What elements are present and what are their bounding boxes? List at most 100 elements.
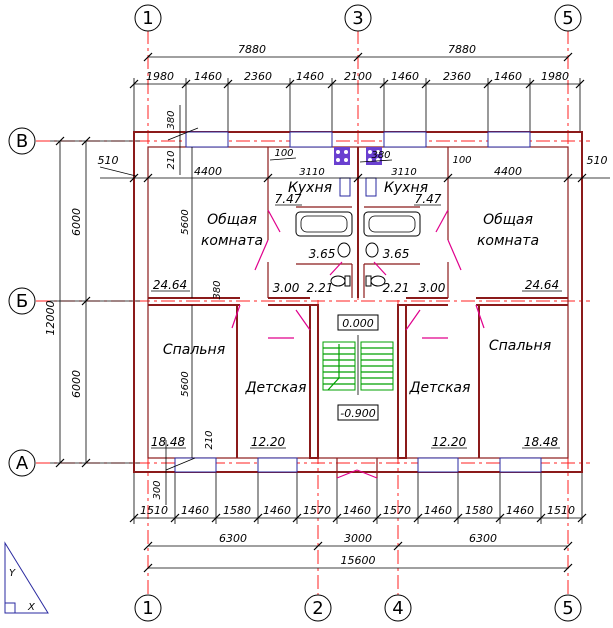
corner-y-label: Y: [9, 568, 16, 579]
door-kitchen-left: [267, 209, 281, 233]
tick: [443, 173, 453, 183]
burner: [344, 150, 348, 154]
room-living-right-1: Общая: [483, 212, 533, 228]
tick: [181, 79, 191, 89]
top-dim-left-half: 7880: [238, 43, 266, 56]
dim-depth-upper: 5600: [180, 209, 191, 234]
burner: [368, 150, 372, 154]
tick: [421, 79, 431, 89]
washbasin-right-icon: [365, 242, 379, 258]
bottom-seg-2: 1580: [223, 504, 251, 517]
tick: [143, 52, 153, 62]
bottom-mid-0: 6300: [219, 532, 247, 545]
room-bedroom-right: Спальня: [489, 338, 551, 354]
washbasin-left-icon: [337, 242, 351, 258]
top-seg-6: 2360: [443, 70, 471, 83]
axis-label-bottom-2: 2: [312, 598, 323, 619]
room-kitchen-left: Кухня: [288, 180, 332, 196]
area-bath-left: 3.65: [309, 247, 336, 261]
dim-wall-bot: 210: [204, 430, 215, 449]
triangle-outline: [4, 541, 49, 614]
leader: [165, 457, 196, 471]
axis-label-left-a: А: [16, 453, 29, 474]
dim-kitchen-left: 3110: [299, 167, 324, 178]
tick: [170, 513, 180, 523]
axis-bubble-bottom-1: [134, 594, 162, 622]
sink-left-icon: [339, 177, 351, 197]
tick: [211, 513, 221, 523]
level-marks: 0.000 -0.900: [337, 314, 379, 421]
axis-label-left-b: Б: [16, 291, 28, 312]
top-dimensions: 7880 7880 1980 1460 2360 1460 2100 1460 …: [129, 43, 585, 132]
area-wc-right: 2.21: [383, 281, 410, 295]
window-top-3: [383, 131, 427, 148]
top-seg-5: 1460: [391, 70, 419, 83]
burner: [336, 158, 340, 162]
tick: [563, 52, 573, 62]
axis-bubble-left-a: [8, 449, 36, 477]
bathtub-right-icon: [363, 211, 421, 237]
room-kitchen-right: Кухня: [384, 180, 428, 196]
tick: [81, 458, 91, 468]
left-dim-part-upper: 6000: [70, 208, 83, 236]
bottom-seg-9: 1460: [506, 504, 534, 517]
area-kitchen-right: 7.47: [415, 192, 442, 206]
room-kids-left: Детская: [245, 380, 307, 396]
tick: [327, 79, 337, 89]
axis-label-top-5: 5: [562, 8, 573, 29]
tick: [223, 79, 233, 89]
bathtub-right-inner: [368, 215, 416, 233]
area-hall-left: 3.00: [273, 281, 300, 295]
area-bedroom-right: 18.48: [524, 435, 559, 449]
door-bedroom-left: [231, 304, 241, 329]
axis-bubble-bottom-4: [384, 594, 412, 622]
window-bottom-2: [257, 457, 298, 473]
window-bottom-3: [417, 457, 459, 473]
toilet-right-tank: [365, 275, 372, 287]
leader: [359, 159, 393, 163]
tick: [372, 513, 382, 523]
dim-wall-mid: 380: [212, 280, 223, 299]
tick: [483, 79, 493, 89]
door-swings: [231, 209, 485, 339]
top-seg-2: 2360: [244, 70, 272, 83]
leader: [269, 157, 297, 161]
top-dim-right-half: 7880: [448, 43, 476, 56]
dim-partition-right: 100: [452, 155, 471, 166]
door-hall-right: [405, 309, 421, 331]
tick: [143, 173, 153, 183]
axis-bubble-left-v: [8, 127, 36, 155]
top-seg-4: 2100: [344, 70, 372, 83]
area-kitchen-left: 7.47: [275, 192, 302, 206]
bottom-seg-10: 1510: [547, 504, 575, 517]
tick: [253, 513, 263, 523]
tick: [292, 513, 302, 523]
tick: [575, 79, 585, 89]
area-wc-left: 2.21: [307, 281, 334, 295]
tick: [55, 458, 65, 468]
bottom-ticks: [129, 513, 587, 523]
dim-partition-left: 100: [274, 148, 293, 159]
leader: [99, 166, 137, 177]
corner-x-label: X: [27, 602, 36, 613]
tick: [143, 541, 153, 551]
tick: [129, 79, 139, 89]
tick: [563, 173, 573, 183]
room-kids-right: Детская: [409, 380, 471, 396]
bottom-mid-1: 3000: [344, 532, 372, 545]
area-living-right: 24.64: [525, 278, 559, 292]
top-seg-8: 1980: [541, 70, 569, 83]
window-bottom-1: [174, 457, 217, 473]
tick: [332, 513, 342, 523]
axis-bubble-top-5: [554, 4, 582, 32]
top-seg-ticks: [129, 78, 585, 132]
door-wc-right: [373, 261, 387, 276]
tick: [577, 513, 587, 523]
outer-walls: [133, 131, 583, 473]
bathtub-left-inner: [300, 215, 348, 233]
entrance-door-right: [356, 469, 378, 479]
window-bottom-4: [499, 457, 542, 473]
dim-room-left: 4400: [194, 165, 222, 178]
left-dim-part-lower: 6000: [70, 370, 83, 398]
dim-side-right: 510: [587, 154, 608, 167]
